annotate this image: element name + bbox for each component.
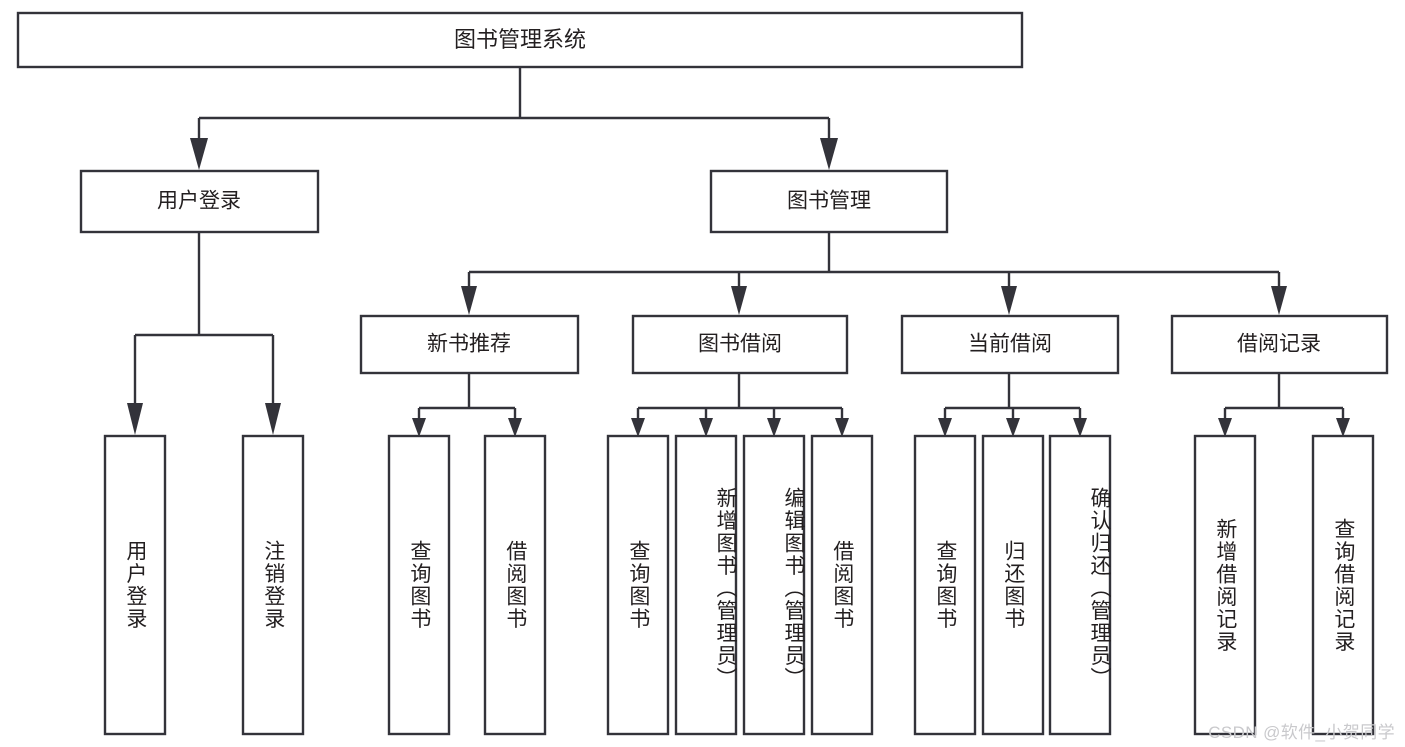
csdn-watermark: CSDN @软件_小贺同学 bbox=[1208, 723, 1395, 742]
node-box-leaf-confirm-return-admin[interactable] bbox=[1048, 434, 1112, 736]
node-box-root[interactable] bbox=[16, 11, 1024, 69]
node-label-root: 图书管理系统 bbox=[454, 27, 586, 52]
arrow-head-leaf-query-book-3 bbox=[938, 418, 952, 437]
arrow-head-leaf-return-book bbox=[1006, 418, 1020, 437]
node-box-leaf-query-borrow-record[interactable] bbox=[1311, 434, 1375, 736]
arrow-head-leaf-confirm-return bbox=[1073, 418, 1087, 437]
node-box-leaf-add-book-admin[interactable] bbox=[674, 434, 738, 736]
arrow-head-leaf-logout bbox=[265, 403, 281, 435]
arrow-head-leaf-query-record bbox=[1336, 418, 1350, 437]
arrow-head-leaf-borrow-book-2 bbox=[835, 418, 849, 437]
arrow-head-leaf-edit-book bbox=[767, 418, 781, 437]
node-box-current-borrow[interactable] bbox=[900, 314, 1120, 375]
arrow-head-leaf-add-record bbox=[1218, 418, 1232, 437]
arrow-head-user-login bbox=[190, 138, 208, 170]
arrow-head-borrow-record bbox=[1271, 286, 1287, 315]
node-box-leaf-query-book-1[interactable] bbox=[387, 434, 451, 736]
node-box-leaf-logout[interactable] bbox=[241, 434, 305, 736]
arrow-head-book-borrow bbox=[731, 286, 747, 315]
node-box-leaf-borrow-book-2[interactable] bbox=[810, 434, 874, 736]
node-box-leaf-query-book-2[interactable] bbox=[606, 434, 670, 736]
node-box-book-borrow[interactable] bbox=[631, 314, 849, 375]
arrow-head-current-borrow bbox=[1001, 286, 1017, 315]
arrow-head-book-mgmt bbox=[820, 138, 838, 170]
node-box-leaf-return-book[interactable] bbox=[981, 434, 1045, 736]
node-label-book-borrow: 图书借阅 bbox=[698, 333, 782, 356]
node-box-leaf-edit-book-admin[interactable] bbox=[742, 434, 806, 736]
node-box-leaf-borrow-book-1[interactable] bbox=[483, 434, 547, 736]
arrow-head-leaf-user-login bbox=[127, 403, 143, 435]
node-box-book-management[interactable] bbox=[709, 169, 949, 234]
node-label-current-borrow: 当前借阅 bbox=[968, 333, 1052, 356]
node-box-leaf-user-login[interactable] bbox=[103, 434, 167, 736]
arrow-head-leaf-add-book bbox=[699, 418, 713, 437]
node-label-new-book-recommend: 新书推荐 bbox=[427, 333, 511, 356]
arrow-head-leaf-query-book-1 bbox=[412, 418, 426, 437]
node-layer: 图书管理系统 用户登录 图书管理 新书推荐 图书借阅 当前借阅 借阅记录 bbox=[16, 11, 1389, 736]
node-box-leaf-query-book-3[interactable] bbox=[913, 434, 977, 736]
node-box-new-book-recommend[interactable] bbox=[359, 314, 580, 375]
node-label-book-management: 图书管理 bbox=[787, 190, 871, 213]
node-box-borrow-record[interactable] bbox=[1170, 314, 1389, 375]
node-label-borrow-record: 借阅记录 bbox=[1237, 333, 1321, 356]
arrow-head-leaf-borrow-book-1 bbox=[508, 418, 522, 437]
arrow-head-new-book-rec bbox=[461, 286, 477, 315]
node-label-user-login: 用户登录 bbox=[157, 190, 241, 213]
connector-layer bbox=[127, 67, 1350, 437]
arrow-head-leaf-query-book-2 bbox=[631, 418, 645, 437]
node-box-user-login[interactable] bbox=[79, 169, 320, 234]
node-box-leaf-add-borrow-record[interactable] bbox=[1193, 434, 1257, 736]
